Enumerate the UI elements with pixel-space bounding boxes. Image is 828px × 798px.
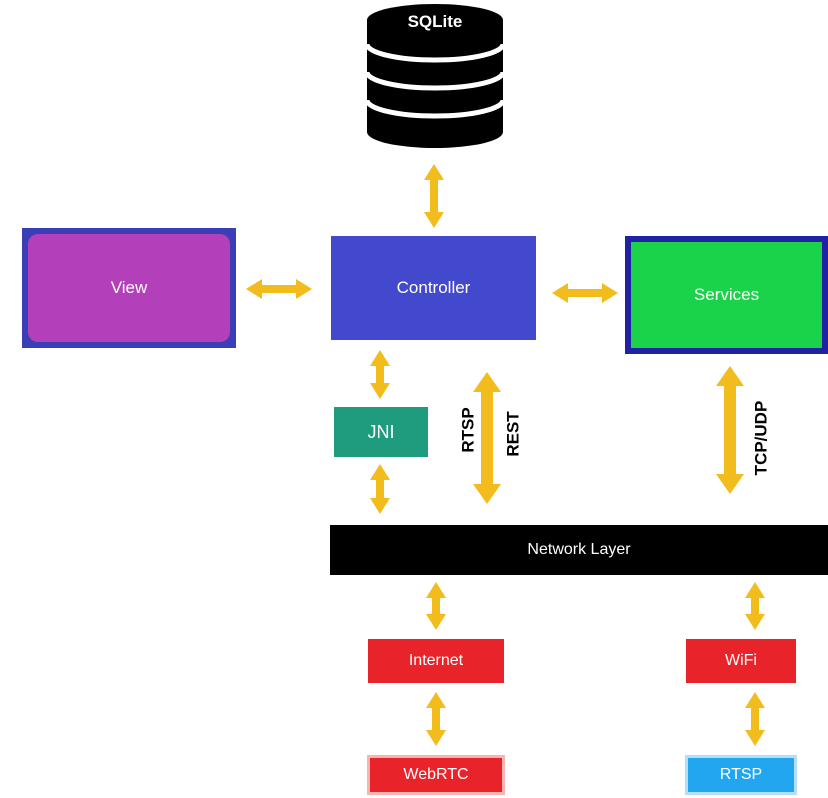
view-label: View [110,278,148,297]
jni-label: JNI [367,421,395,442]
sqlite-database-icon [365,4,505,148]
services-node-inner: Services [631,242,822,348]
wifi-label: WiFi [725,652,757,669]
arrow-view-controller [246,279,312,299]
network-layer-node: Network Layer [330,525,828,575]
arrow-jni-network [370,464,390,514]
view-node: View [22,228,236,348]
controller-label: Controller [396,278,471,297]
wifi-node: WiFi [686,639,796,683]
arrow-rtsp-rest [473,372,501,504]
arrow-controller-services [552,283,618,303]
arrow-wifi-rtsp [745,692,765,746]
arrow-network-wifi [745,582,765,630]
arrow-db-controller [424,164,444,228]
rtsp-node: RTSP [685,755,797,795]
webrtc-label: WebRTC [403,766,469,783]
rtsp-node-label: RTSP [719,766,763,783]
arrow-tcp-udp [716,366,744,494]
arrow-internet-webrtc [426,692,446,746]
network-layer-label: Network Layer [527,541,631,558]
sqlite-label: SQLite [407,12,463,31]
controller-node: Controller [331,236,536,340]
arrow-network-internet [426,582,446,630]
arrow-controller-jni [370,350,390,399]
webrtc-node: WebRTC [367,755,505,795]
services-label: Services [693,285,760,304]
services-node: Services [625,236,828,354]
view-node-inner: View [28,234,230,342]
internet-node: Internet [368,639,504,683]
jni-node: JNI [334,407,428,457]
internet-label: Internet [408,652,464,669]
